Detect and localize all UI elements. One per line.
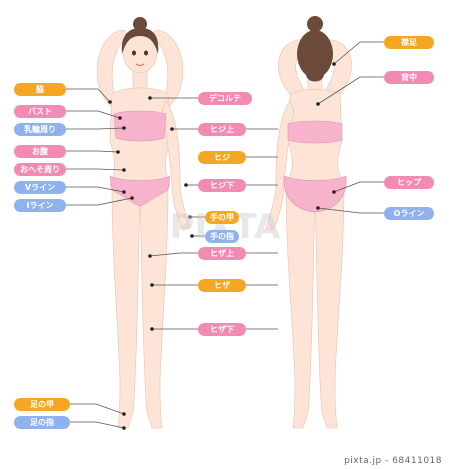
credit-text: pixta.jp - 68411018 (344, 456, 442, 466)
front-bikini (109, 110, 171, 207)
label-areola: 乳輪周り (14, 123, 66, 136)
back-hair (297, 16, 333, 82)
label-bust: バスト (14, 105, 66, 118)
label-abdomen: お腹 (14, 145, 66, 158)
label-upper-knee: ヒザ上 (198, 247, 246, 260)
front-face (132, 50, 148, 67)
label-lower-knee: ヒザ下 (198, 323, 246, 336)
label-knee: ヒザ (198, 279, 246, 292)
label-vline: Vライン (14, 181, 66, 194)
label-lower-elbow: ヒジ下 (198, 179, 246, 192)
label-back-hand: 手の甲 (205, 211, 239, 224)
label-hip: ヒップ (384, 176, 434, 189)
label-decollete: デコルテ (198, 92, 252, 105)
label-iline: Iライン (14, 199, 66, 212)
label-top-foot: 足の甲 (14, 398, 70, 411)
label-back: 背中 (384, 71, 434, 84)
label-elbow: ヒジ (198, 151, 246, 164)
back-figure (265, 39, 352, 429)
back-bikini (283, 120, 347, 213)
label-nape: 襟足 (384, 36, 434, 49)
label-navel: おへそ周り (14, 163, 66, 176)
front-hair (121, 17, 159, 54)
label-waki: 脇 (14, 83, 66, 96)
label-fingers: 手の指 (205, 230, 239, 243)
leader-dots (108, 62, 336, 430)
leader-lines (66, 41, 384, 429)
label-oline: Oライン (384, 207, 434, 220)
label-upper-elbow: ヒジ上 (198, 123, 246, 136)
label-toes: 足の指 (14, 416, 70, 429)
